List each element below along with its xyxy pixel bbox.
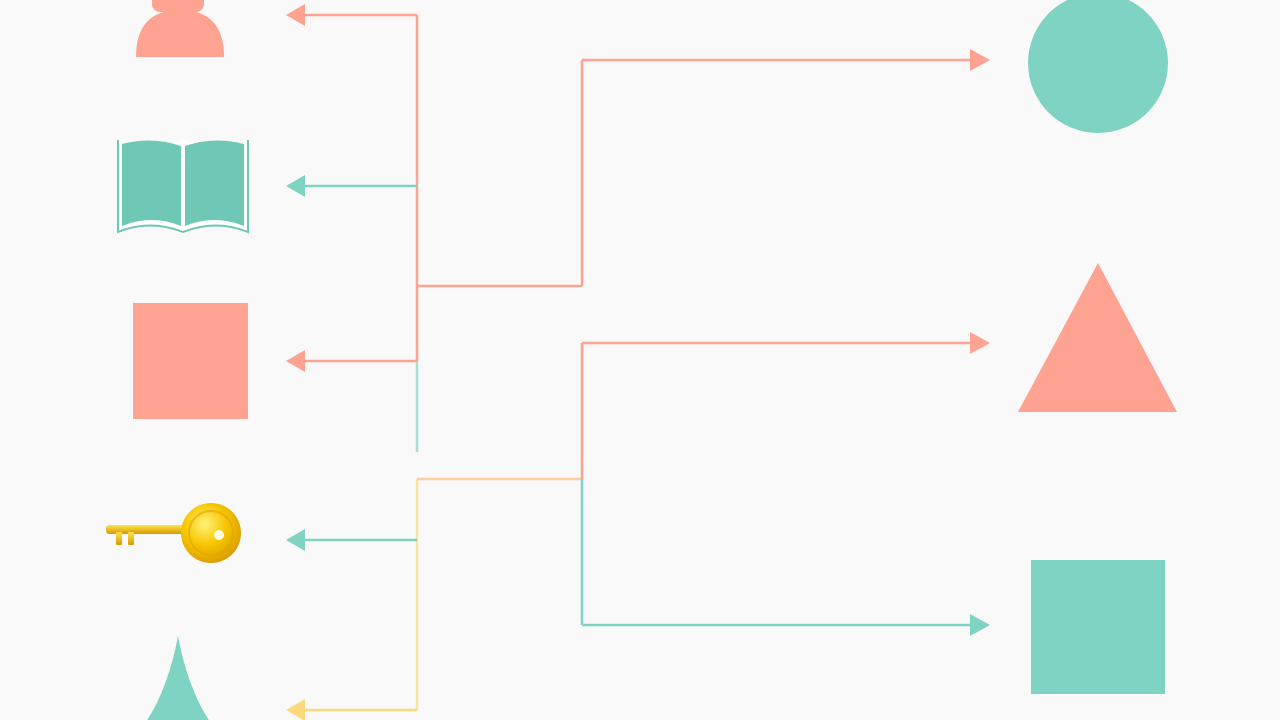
teal-cone-shape <box>147 636 209 720</box>
coral-square-shape <box>133 303 248 419</box>
arrow-key <box>286 529 305 551</box>
teal-square-shape <box>1031 560 1165 694</box>
key-icon <box>106 503 241 563</box>
arrow-triangle <box>970 332 990 354</box>
arrow-right-square <box>970 614 990 636</box>
arrow-circle <box>970 49 990 71</box>
coral-triangle-shape <box>1018 263 1177 412</box>
teal-circle-shape <box>1028 0 1168 133</box>
arrow-book <box>286 175 305 197</box>
arrow-cone <box>286 699 305 720</box>
arrowheads <box>286 4 990 720</box>
person-icon <box>136 0 224 57</box>
connectors <box>300 13 975 712</box>
arrow-person <box>286 4 305 26</box>
open-book-icon <box>117 140 249 234</box>
arrow-square <box>286 350 305 372</box>
